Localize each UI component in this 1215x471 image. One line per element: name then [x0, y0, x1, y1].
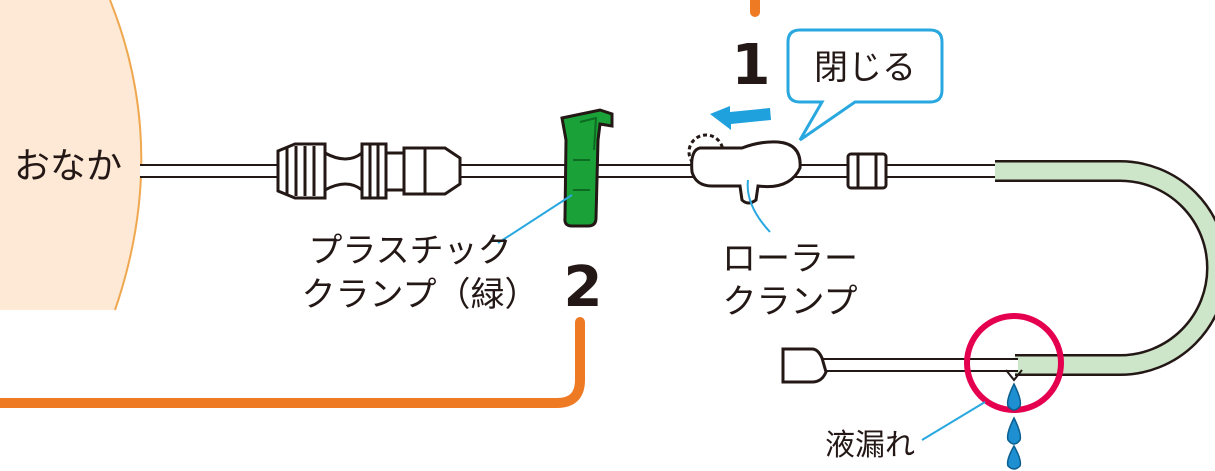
connector-icon	[276, 142, 462, 200]
drop-icon	[1006, 382, 1022, 470]
funnel-end-icon	[781, 347, 828, 384]
step1-callout: 閉じる	[786, 28, 944, 142]
roller-clamp-icon	[687, 133, 802, 205]
direction-arrow-icon	[710, 106, 771, 130]
roller-clamp-label-line1: ローラー	[722, 239, 858, 279]
roller-clamp-leader	[746, 179, 771, 233]
plastic-clamp-leader	[497, 194, 573, 244]
step1-number: 1	[732, 33, 771, 98]
plastic-clamp-label-line2: クランプ（緑）	[302, 275, 539, 315]
step1-callout-label: 閉じる	[814, 48, 916, 88]
green-tube	[995, 160, 1215, 376]
tube-joint-icon	[846, 152, 888, 190]
abdomen-shape	[0, 0, 142, 310]
plastic-clamp-icon	[560, 108, 614, 228]
step2-number: 2	[564, 255, 603, 320]
orange-guide-bottom	[0, 317, 585, 408]
abdomen-label: おなか	[14, 146, 122, 187]
roller-clamp-label-line2: クランプ	[723, 282, 858, 322]
plastic-clamp-label-line1: プラスチック	[308, 231, 511, 271]
abdomen-edge	[109, 0, 143, 311]
leak-leader	[921, 401, 986, 441]
leak-point	[1005, 369, 1023, 382]
leak-label: 液漏れ	[825, 428, 915, 463]
